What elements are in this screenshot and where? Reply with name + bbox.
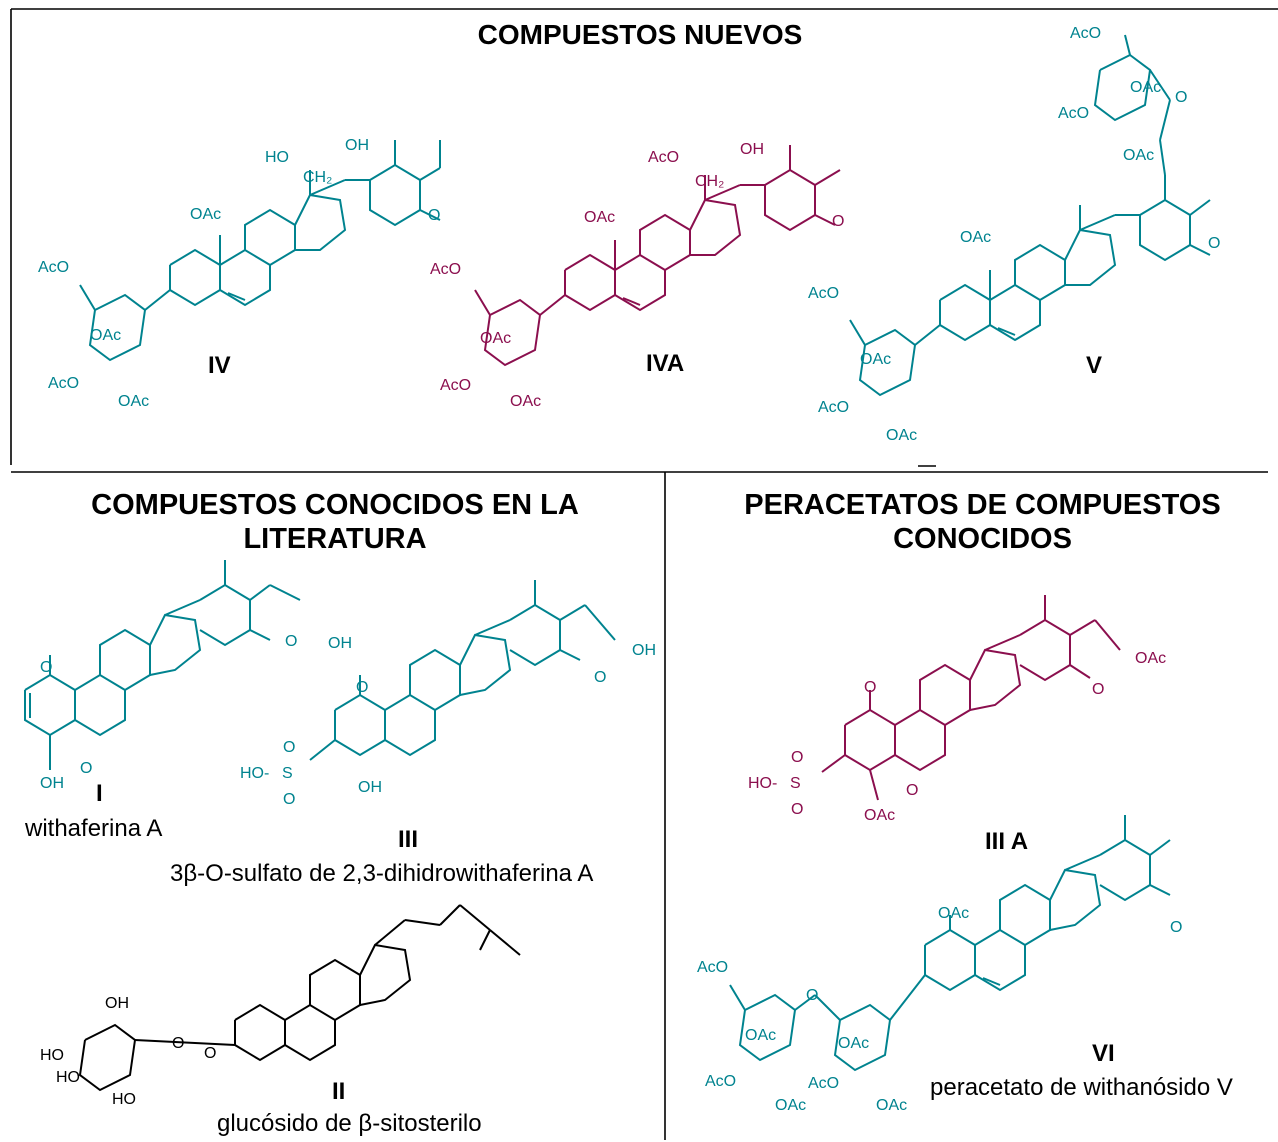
- atom-oac: OAc: [838, 1035, 869, 1052]
- compound-label-II: II: [332, 1078, 346, 1105]
- atom-aco: AcO: [1058, 105, 1089, 122]
- atom-o: O: [791, 801, 803, 818]
- atom-ho-dash: HO-: [240, 765, 269, 782]
- atom-oh: OH: [40, 775, 64, 792]
- atom-oac: OAc: [1130, 79, 1161, 96]
- atom-aco: AcO: [818, 399, 849, 416]
- atom-aco: AcO: [38, 259, 69, 276]
- compound-label-IV: IV: [208, 352, 231, 379]
- section-title-known-line1: COMPUESTOS CONOCIDOS EN LA: [91, 489, 579, 521]
- atom-s: S: [790, 775, 801, 792]
- structure-VI: [729, 815, 1171, 1072]
- atom-o: O: [864, 679, 876, 696]
- atom-o: O: [1208, 235, 1220, 252]
- atom-aco: AcO: [705, 1073, 736, 1090]
- atom-oac: OAc: [90, 327, 121, 344]
- atom-oac: OAc: [860, 351, 891, 368]
- atom-oac: OAc: [584, 209, 615, 226]
- compound-label-V: V: [1086, 352, 1103, 379]
- atom-o: O: [832, 213, 844, 230]
- section-title-new: COMPUESTOS NUEVOS: [477, 19, 803, 50]
- atom-ho: HO: [265, 149, 289, 166]
- structure-III: [309, 580, 616, 761]
- atom-s: S: [282, 765, 293, 782]
- atom-o: O: [791, 749, 803, 766]
- structure-IV: [79, 140, 441, 362]
- atom-aco: AcO: [648, 149, 679, 166]
- atom-o: O: [204, 1045, 216, 1062]
- atom-ch2: CH₂: [695, 173, 724, 190]
- atom-o: O: [356, 679, 368, 696]
- atom-oac: OAc: [886, 427, 917, 444]
- atom-aco: AcO: [48, 375, 79, 392]
- structure-I: [24, 560, 301, 770]
- atom-oac: OAc: [480, 330, 511, 347]
- atom-oac: OAc: [960, 229, 991, 246]
- structure-IIIA: [821, 595, 1121, 801]
- compound-name-III: 3β-O-sulfato de 2,3-dihidrowithaferina A: [170, 860, 594, 887]
- structure-V: [849, 34, 1211, 397]
- atom-o: O: [906, 782, 918, 799]
- atom-oac: OAc: [876, 1097, 907, 1114]
- atom-o: O: [172, 1035, 184, 1052]
- atom-oh: OH: [328, 635, 352, 652]
- atom-aco: AcO: [808, 285, 839, 302]
- atom-oac: OAc: [775, 1097, 806, 1114]
- atom-o: O: [283, 791, 295, 808]
- atom-oac: OAc: [745, 1027, 776, 1044]
- atom-oh: OH: [345, 137, 369, 154]
- compound-label-I: I: [96, 780, 103, 807]
- compound-name-VI: peracetato de withanósido V: [930, 1074, 1233, 1101]
- structure-II: [78, 904, 521, 1092]
- atom-o: O: [285, 633, 297, 650]
- compound-label-VI: VI: [1092, 1040, 1115, 1067]
- atom-o: O: [1170, 919, 1182, 936]
- atom-oh: OH: [632, 642, 656, 659]
- compound-label-IIIA: III A: [985, 828, 1029, 855]
- atom-o: O: [428, 207, 440, 224]
- atom-ho: HO: [112, 1091, 136, 1108]
- atom-o: O: [80, 760, 92, 777]
- atom-ho: HO: [56, 1069, 80, 1086]
- atom-o: O: [806, 987, 818, 1004]
- section-title-peracetates-line2: CONOCIDOS: [893, 523, 1072, 555]
- section-title-peracetates-line1: PERACETATOS DE COMPUESTOS: [744, 489, 1221, 521]
- atom-oac: OAc: [510, 393, 541, 410]
- atom-ch2: CH₂: [303, 169, 332, 186]
- compound-label-IVA: IVA: [646, 350, 685, 377]
- atom-oac: OAc: [938, 905, 969, 922]
- atom-o: O: [40, 659, 52, 676]
- atom-aco: AcO: [430, 261, 461, 278]
- atom-oh: OH: [105, 995, 129, 1012]
- atom-aco: AcO: [808, 1075, 839, 1092]
- atom-aco: AcO: [440, 377, 471, 394]
- compound-name-I: withaferina A: [25, 815, 163, 842]
- atom-o: O: [283, 739, 295, 756]
- atom-ho-dash: HO-: [748, 775, 777, 792]
- atom-aco: AcO: [1070, 25, 1101, 42]
- atom-o: O: [1092, 681, 1104, 698]
- atom-oh: OH: [740, 141, 764, 158]
- compound-name-II: glucósido de β-sitosterilo: [217, 1110, 482, 1137]
- atom-aco: AcO: [697, 959, 728, 976]
- structure-IVA: [474, 145, 841, 367]
- atom-oac: OAc: [1123, 147, 1154, 164]
- atom-o: O: [594, 669, 606, 686]
- compound-label-III: III: [398, 826, 419, 853]
- section-title-known-line2: LITERATURA: [243, 523, 427, 555]
- atom-oac: OAc: [190, 206, 221, 223]
- atom-oh: OH: [358, 779, 382, 796]
- atom-oac: OAc: [864, 807, 895, 824]
- atom-o: O: [1175, 89, 1187, 106]
- atom-oac: OAc: [1135, 650, 1166, 667]
- atom-oac: OAc: [118, 393, 149, 410]
- atom-ho: HO: [40, 1047, 64, 1064]
- frame-lines: [10, 8, 1278, 1140]
